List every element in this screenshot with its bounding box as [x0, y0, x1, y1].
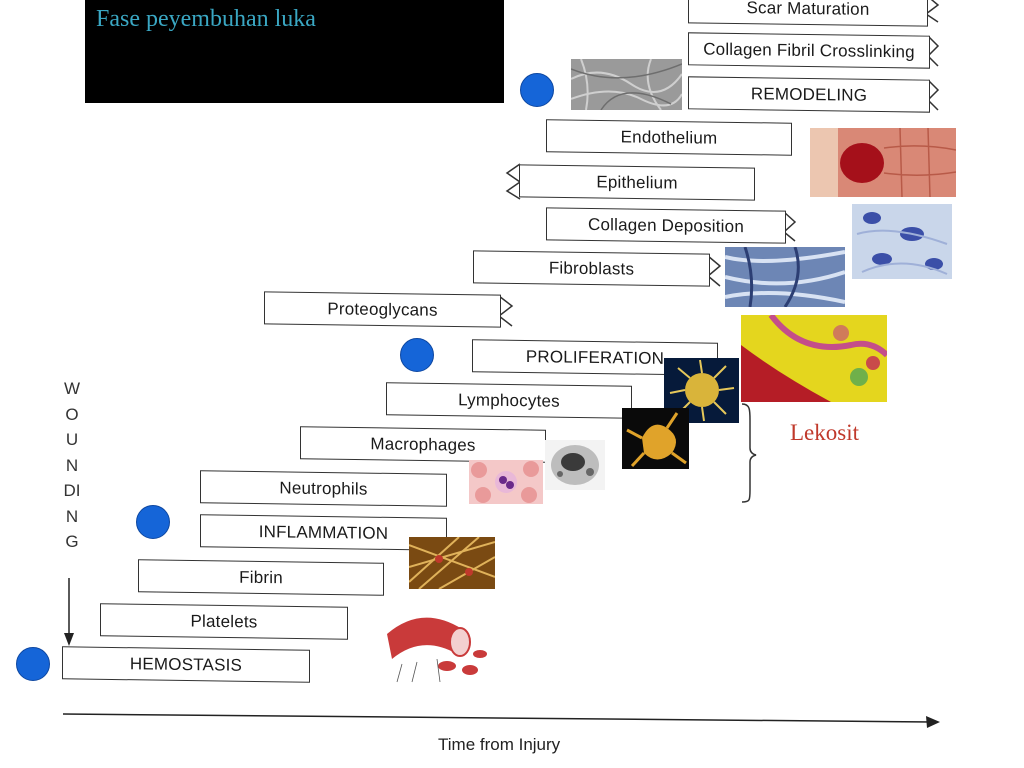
fibroblasts-image [725, 247, 845, 307]
bar-proteoglycans: Proteoglycans [264, 291, 501, 328]
endothelium-tissue-image [810, 128, 956, 197]
wounding-axis-label: WOUNDING [63, 379, 81, 551]
bar-collagen-fibril-crosslinking: Collagen Fibril Crosslinking [688, 32, 930, 69]
macrophage-image [622, 408, 689, 469]
proliferation-illustration-image [741, 315, 887, 402]
zigzag-crosslink [926, 35, 940, 67]
bar-scar-maturation: Scar Maturation [688, 0, 928, 27]
title-box: Fase peyembuhan luka [85, 0, 504, 103]
lekosit-brace [741, 403, 757, 503]
phase-dot-remodeling [520, 73, 554, 107]
platelets-blood-vessel-image [382, 604, 500, 684]
slide-title: Fase peyembuhan luka [96, 6, 316, 32]
neutrophil-blood-smear-image [469, 460, 543, 504]
macrophage-em-image [545, 440, 605, 490]
bar-fibrin: Fibrin [138, 559, 384, 596]
bar-macrophages: Macrophages [300, 426, 546, 463]
bar-platelets: Platelets [100, 603, 348, 640]
zigzag-remodeling [926, 79, 940, 111]
zigzag-scar [924, 0, 940, 23]
wounding-axis-arrowhead [64, 633, 74, 646]
fibrin-mesh-image [409, 537, 495, 589]
bar-hemostasis: HEMOSTASIS [62, 646, 310, 683]
remodeling-micrograph-image [571, 59, 682, 110]
bar-lymphocytes: Lymphocytes [386, 382, 632, 419]
zigzag-proteoglycans [497, 295, 514, 327]
bar-collagen-deposition: Collagen Deposition [546, 207, 786, 244]
collagen-cells-image [852, 204, 952, 279]
time-axis-arrowhead [926, 716, 940, 728]
zigzag-collagen [782, 211, 797, 242]
phase-dot-inflammation [136, 505, 170, 539]
phase-dot-hemostasis [16, 647, 50, 681]
time-axis-label: Time from Injury [438, 735, 561, 754]
time-axis-line [62, 713, 933, 723]
lekosit-label: Lekosit [790, 420, 859, 445]
bar-remodeling: REMODELING [688, 76, 930, 113]
bar-fibroblasts: Fibroblasts [473, 250, 710, 287]
bar-neutrophils: Neutrophils [200, 470, 447, 507]
bar-endothelium: Endothelium [546, 119, 792, 156]
phase-dot-proliferation [400, 338, 434, 372]
zigzag-fibroblasts [706, 255, 722, 287]
bar-epithelium: Epithelium [519, 164, 755, 201]
